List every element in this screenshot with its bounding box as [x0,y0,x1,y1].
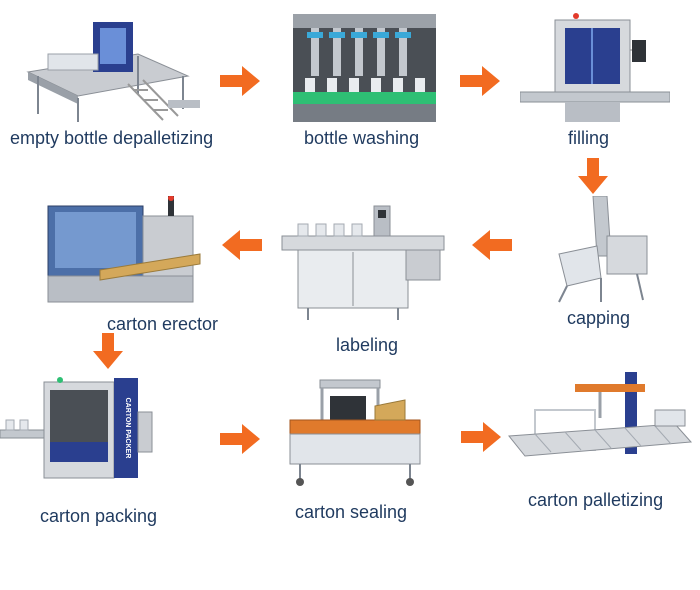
carton-erector-machine-image [47,196,201,303]
filling-machine-image [520,13,670,122]
arrow-right-icon [220,424,260,454]
step-label-depalletizing: empty bottle depalletizing [10,128,214,148]
capping-machine-image [558,196,648,303]
arrow-left-icon [472,230,512,260]
arrow-right-icon [460,66,500,96]
step-label-bottle-washing: bottle washing [304,128,420,148]
arrow-right-icon [220,66,260,96]
step-label-carton-erector: carton erector [107,314,219,334]
arrow-right-icon [461,422,501,452]
arrow-down-icon [93,333,123,369]
arrow-down-icon [578,158,608,194]
carton-packer-machine-image: CARTON PACKER [0,377,153,479]
step-label-capping: capping [567,308,631,328]
step-label-carton-palletizing: carton palletizing [528,490,664,510]
labeling-machine-image [281,205,445,320]
carton-sealer-machine-image [289,379,421,486]
washing-machine-image [293,14,436,122]
step-label-carton-sealing: carton sealing [295,502,408,522]
step-label-labeling: labeling [336,335,399,355]
depalletizer-machine-image [26,22,200,122]
packer-side-text: CARTON PACKER [124,398,131,459]
arrow-left-icon [222,230,262,260]
step-label-carton-packing: carton packing [40,506,158,526]
step-label-filling: filling [568,128,610,148]
palletizer-machine-image [508,372,693,457]
